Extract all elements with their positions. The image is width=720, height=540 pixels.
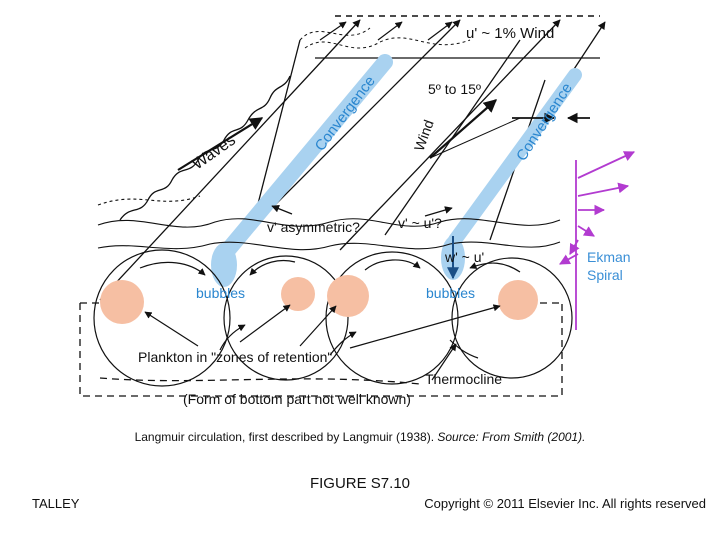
copyright-notice: Copyright © 2011 Elsevier Inc. All right… <box>424 496 706 511</box>
convergence-right-label: Convergence <box>513 80 576 164</box>
waves-arrow <box>177 117 264 171</box>
author-label: TALLEY <box>32 496 80 511</box>
langmuir-diagram: u' ~ 1% Wind 5º to 15º Wind Waves Conver… <box>79 15 635 407</box>
wind-top-label: u' ~ 1% Wind <box>466 25 554 42</box>
thermocline-box <box>79 302 563 397</box>
convergence-bands <box>211 54 582 287</box>
bubbles-left-label: bubbles <box>196 285 245 301</box>
figure-label: FIGURE S7.10 <box>309 475 411 492</box>
wind-angle-ref-line <box>429 117 521 159</box>
ekman-spiral <box>559 151 635 330</box>
asymmetric-label: v' asymmetric? <box>267 219 360 235</box>
bubbles-right-label: bubbles <box>426 285 475 301</box>
surface-waves <box>97 195 561 251</box>
plankton-label: Plankton in "zones of retention" <box>138 349 332 365</box>
caption-source: Source: From Smith (2001). <box>437 430 586 444</box>
bottom-note-label: (Form of bottom part not well known) <box>183 391 411 407</box>
spiral-label: Spiral <box>587 267 623 283</box>
wind-label: Wind <box>411 118 437 153</box>
caption-main: Langmuir circulation, first described by… <box>134 430 438 444</box>
circulation-rolls <box>93 249 573 387</box>
ekman-label: Ekman <box>587 249 631 265</box>
angle-label: 5º to 15º <box>428 81 481 97</box>
plankton-pointers <box>144 304 501 381</box>
thermocline-label: Thermocline <box>425 371 502 387</box>
waves-label: Waves <box>190 132 239 174</box>
wind-arrow <box>429 99 497 159</box>
plankton-zones <box>100 275 538 324</box>
v-prime-arrow <box>424 206 453 217</box>
asymmetric-arrow <box>271 204 293 215</box>
w-approx-u-label: w' ~ u' <box>444 249 484 265</box>
figure-caption: Langmuir circulation, first described by… <box>0 430 720 444</box>
top-arrows <box>319 21 453 41</box>
convergence-left-label: Convergence <box>312 73 379 154</box>
top-surface <box>299 15 600 59</box>
v-approx-u-label: v' ~ u'? <box>398 215 442 231</box>
